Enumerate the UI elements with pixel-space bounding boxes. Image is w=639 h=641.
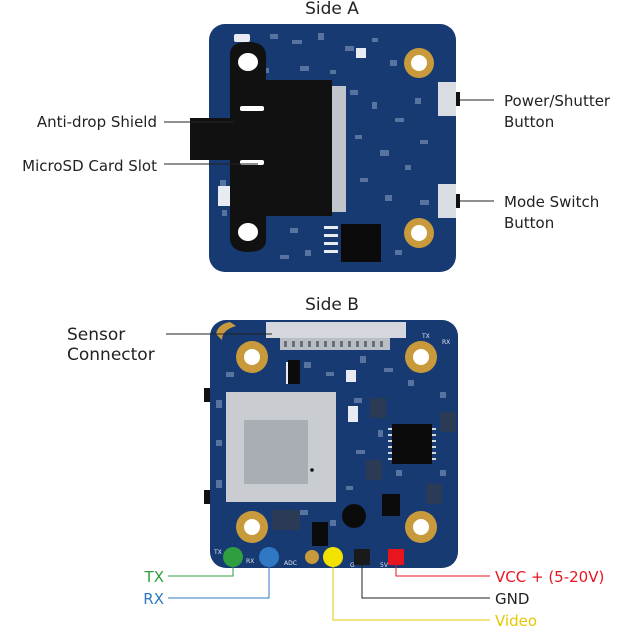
power-shutter-label-line2: Button	[504, 113, 554, 131]
sensor-connector-label-line1: Sensor	[67, 325, 125, 345]
silk-g: G	[350, 562, 355, 569]
pad-adc	[305, 550, 319, 564]
silk-tx-top: TX	[421, 333, 430, 340]
anti-drop-shield-label: Anti-drop Shield	[37, 113, 157, 131]
pad-video	[323, 547, 343, 567]
silk-5v: 5V	[380, 562, 389, 569]
side-a-leaders	[164, 99, 494, 202]
side-b-processor	[392, 424, 432, 464]
side-b-wire-pads	[223, 547, 404, 567]
side-a-board	[190, 24, 460, 272]
pin-label-vcc: VCC + (5-20V)	[495, 568, 604, 586]
pad-tx	[223, 547, 243, 567]
mode-switch-button	[438, 184, 456, 218]
side-b-leaders	[166, 333, 490, 621]
silk-tx: TX	[213, 549, 222, 556]
pin-label-rx: RX	[143, 590, 164, 608]
mode-switch-label-line2: Button	[504, 214, 554, 232]
pin-label-gnd: GND	[495, 590, 529, 608]
side-b-title: Side B	[305, 295, 359, 315]
side-a-chip	[341, 224, 381, 262]
anti-drop-shield	[230, 42, 332, 252]
side-a-title: Side A	[305, 0, 359, 19]
pad-vcc	[388, 549, 404, 565]
pad-rx	[259, 547, 279, 567]
microsd-card-slot-label: MicroSD Card Slot	[22, 157, 157, 175]
pin-label-tx: TX	[144, 568, 164, 586]
sensor-connector	[266, 322, 406, 338]
side-b-components	[216, 356, 446, 526]
side-a-white-parts	[218, 34, 366, 206]
power-shutter-button	[438, 82, 456, 116]
sensor-connector-label-line2: Connector	[67, 345, 155, 365]
side-a-components	[220, 33, 429, 259]
silk-adc: ADC	[284, 560, 297, 567]
power-shutter-label-line1: Power/Shutter	[504, 92, 611, 110]
pad-gnd	[354, 549, 370, 565]
silk-rx: RX	[246, 558, 254, 565]
pin-label-video: Video	[495, 612, 537, 630]
silk-rx-top: RX	[442, 339, 450, 346]
side-b-board: TX RX	[204, 320, 458, 569]
mode-switch-label-line1: Mode Switch	[504, 193, 599, 211]
